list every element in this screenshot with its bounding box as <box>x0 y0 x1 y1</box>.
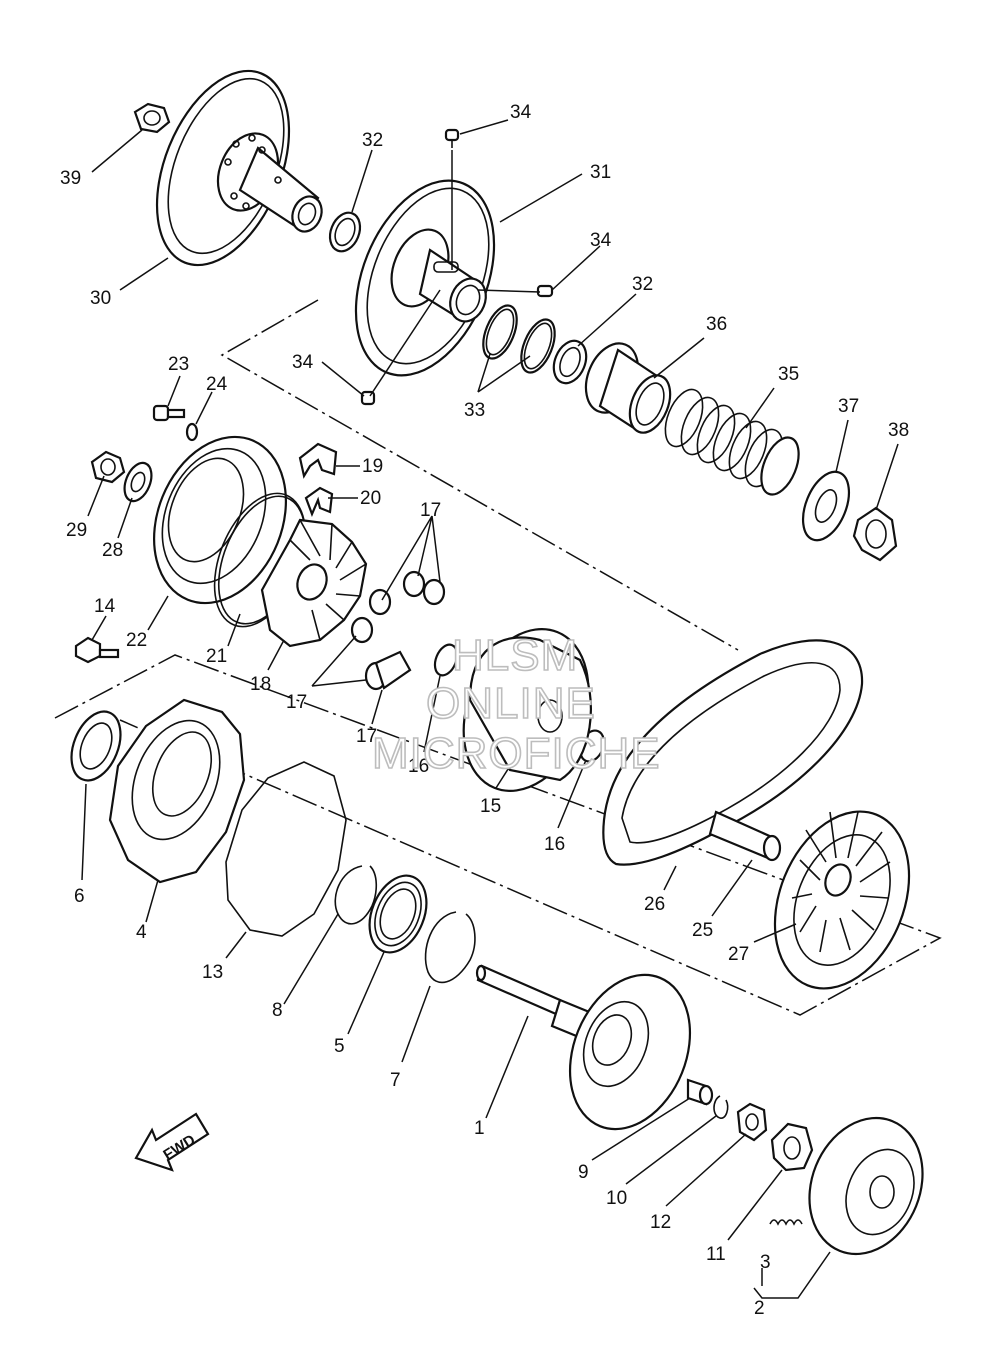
callout-35: 35 <box>778 364 799 385</box>
part-28-washer <box>123 461 153 503</box>
part-3-spring <box>769 1219 803 1226</box>
part-30-fixed-sheave <box>155 69 323 267</box>
part-34-pin-right <box>536 284 554 298</box>
part-39-flange-nut <box>133 102 171 134</box>
part-20-slider <box>304 486 334 517</box>
part-22-cover <box>153 435 287 605</box>
group-boundary-lower <box>54 654 942 1016</box>
part-17-weight-a <box>402 570 446 606</box>
callout-10: 10 <box>606 1188 627 1209</box>
part-11-clutch-nut <box>770 1122 814 1172</box>
part-27-fan-sheave <box>773 810 911 990</box>
part-25-collar <box>708 810 782 862</box>
callout-31: 31 <box>590 162 611 183</box>
callout-4: 4 <box>136 922 147 943</box>
part-18-cam <box>260 518 368 648</box>
part-16-ring-left <box>433 643 459 677</box>
part-17-weight-c <box>350 616 374 644</box>
part-32-collar-right <box>552 339 588 385</box>
callout-22: 22 <box>126 630 147 651</box>
callout-39: 39 <box>60 168 81 189</box>
callout-30: 30 <box>90 288 111 309</box>
callout-7: 7 <box>390 1070 401 1091</box>
callout-32: 32 <box>632 274 653 295</box>
callout-17: 17 <box>286 692 307 713</box>
part-19-slider <box>298 442 338 479</box>
callout-16: 16 <box>408 756 429 777</box>
callout-14: 14 <box>94 596 116 617</box>
callout-33: 33 <box>464 400 485 421</box>
callout-36: 36 <box>706 314 727 335</box>
callout-2: 2 <box>754 1298 765 1319</box>
callout-19: 19 <box>362 456 383 477</box>
part-15-weight-housing <box>462 628 592 792</box>
callout-38: 38 <box>888 420 909 441</box>
part-17-weight-d <box>364 650 412 691</box>
callout-12: 12 <box>650 1212 671 1233</box>
part-1-primary-sheave <box>475 964 692 1131</box>
callouts: 39 30 32 34 31 34 34 32 36 35 37 38 33 2… <box>60 102 909 1319</box>
part-4-case <box>108 698 246 884</box>
group-boundary-upper <box>220 299 739 651</box>
part-6-oil-seal <box>70 710 122 782</box>
part-37-washer <box>801 470 851 542</box>
callout-18: 18 <box>250 674 271 695</box>
callout-15: 15 <box>480 796 501 817</box>
part-26-drive-belt <box>602 639 864 866</box>
callout-37: 37 <box>838 396 859 417</box>
part-13-gasket <box>225 761 347 937</box>
callout-24: 24 <box>206 374 228 395</box>
leader-lines <box>81 119 899 1299</box>
callout-21: 21 <box>206 646 227 667</box>
part-35-compression-spring <box>664 388 800 496</box>
part-9-needle-bearing <box>686 1078 714 1106</box>
callout-27: 27 <box>728 944 749 965</box>
callout-6: 6 <box>74 886 85 907</box>
callout-5: 5 <box>334 1036 345 1057</box>
callout-34: 34 <box>510 102 532 123</box>
part-10-circlip <box>713 1095 729 1119</box>
callout-16: 16 <box>544 834 565 855</box>
callout-8: 8 <box>272 1000 283 1021</box>
part-29-nut <box>90 450 126 484</box>
watermark-line-1: HLSM <box>452 631 578 680</box>
callout-20: 20 <box>360 488 381 509</box>
part-24-washer <box>185 422 199 442</box>
callout-3: 3 <box>760 1252 771 1273</box>
callout-34: 34 <box>590 230 612 251</box>
callout-25: 25 <box>692 920 713 941</box>
part-7-circlip <box>424 911 476 984</box>
callout-11: 11 <box>706 1244 726 1265</box>
callout-32: 32 <box>362 130 383 151</box>
watermark-line-2: ONLINE <box>426 679 596 728</box>
watermark-line-3: MICROFICHE <box>372 729 661 778</box>
part-23-bolt <box>152 404 186 422</box>
callout-13: 13 <box>202 962 223 983</box>
watermark: HLSM ONLINE MICROFICHE <box>371 630 661 779</box>
callout-26: 26 <box>644 894 665 915</box>
fwd-arrow-icon: FWD <box>134 1112 210 1172</box>
callout-1: 1 <box>474 1118 485 1139</box>
part-33-o-rings <box>482 304 556 374</box>
part-31-movable-sheave <box>354 179 496 377</box>
part-36-spring-seat <box>584 342 672 434</box>
callout-28: 28 <box>102 540 123 561</box>
callout-23: 23 <box>168 354 189 375</box>
part-14-bolt <box>74 636 120 664</box>
callout-34: 34 <box>292 352 314 373</box>
callout-9: 9 <box>578 1162 589 1183</box>
callout-29: 29 <box>66 520 87 541</box>
part-12-collar <box>736 1102 768 1142</box>
part-34-pin-top <box>444 128 460 148</box>
part-2-clutch-carrier <box>808 1116 924 1256</box>
part-38-nut <box>852 506 898 562</box>
callout-17: 17 <box>420 500 441 521</box>
part-17-weight-b <box>368 588 392 616</box>
part-32-collar-upper <box>328 211 362 253</box>
part-5-bearing <box>368 874 428 954</box>
callout-17: 17 <box>356 726 377 747</box>
part-8-circlip <box>334 865 378 925</box>
